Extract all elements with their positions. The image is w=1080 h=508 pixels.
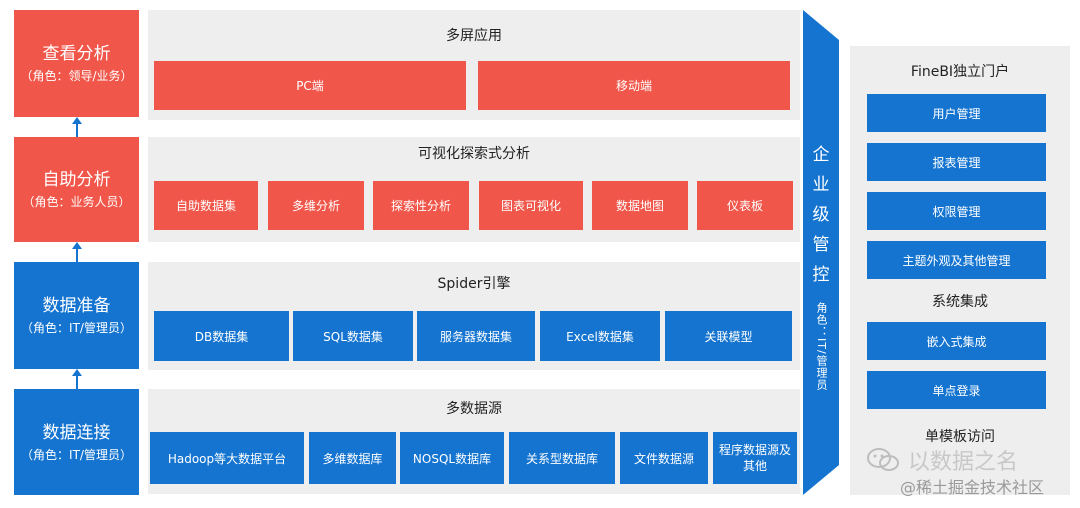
- watermark: 以数据之名: [866, 444, 1018, 476]
- control-role: 角色：IT/管理员: [815, 302, 828, 391]
- control-char: 业: [812, 175, 830, 195]
- cell-program-source: 程序数据源及其他: [713, 432, 797, 484]
- cell-mobile: 移动端: [478, 61, 790, 110]
- integration-title: 系统集成: [932, 294, 988, 310]
- cell-chart-vis: 图表可视化: [479, 181, 583, 230]
- cell-db-dataset: DB数据集: [154, 311, 289, 361]
- wechat-icon: [867, 448, 899, 471]
- role-title: 自助分析: [42, 170, 111, 190]
- section-title: 多数据源: [446, 401, 502, 417]
- role-subtitle: （角色：IT/管理员）: [21, 321, 132, 335]
- portal-item-permission-mgmt: 权限管理: [867, 192, 1046, 230]
- cell-multidim-db: 多维数据库: [309, 432, 396, 484]
- role-box-view-analysis: 查看分析 （角色：领导/业务）: [14, 10, 139, 117]
- cell-relation-model: 关联模型: [665, 311, 792, 361]
- portal-item-report-mgmt: 报表管理: [867, 143, 1046, 181]
- cell-nosql: NOSQL数据库: [400, 432, 504, 484]
- enterprise-control-bar: [803, 10, 839, 495]
- cell-multi-dim: 多维分析: [268, 181, 364, 230]
- cell-sql-dataset: SQL数据集: [293, 311, 413, 361]
- watermark-source: @稀土掘金技术社区: [900, 478, 1045, 497]
- cell-relational-db: 关系型数据库: [509, 432, 615, 484]
- arrow-up: [72, 369, 82, 389]
- watermark-text: 以数据之名: [908, 450, 1019, 475]
- control-label: 企 业 级 管 控: [803, 140, 839, 290]
- control-char: 企: [812, 145, 830, 165]
- integration-sso: 单点登录: [867, 371, 1046, 409]
- role-box-self-analysis: 自助分析 （角色：业务人员）: [14, 137, 139, 242]
- section-title: Spider引擎: [437, 276, 511, 292]
- control-char: 级: [812, 205, 830, 225]
- role-subtitle: （角色：IT/管理员）: [21, 447, 132, 462]
- arrow-up: [72, 242, 82, 262]
- cell-pc: PC端: [154, 61, 466, 110]
- cell-data-map: 数据地图: [592, 181, 688, 230]
- cell-excel-dataset: Excel数据集: [540, 311, 660, 361]
- portal-item-theme-mgmt: 主题外观及其他管理: [867, 241, 1046, 279]
- role-title: 数据连接: [42, 422, 111, 443]
- section-title: 多屏应用: [446, 28, 502, 44]
- control-char: 控: [812, 265, 830, 285]
- cell-hadoop: Hadoop等大数据平台: [150, 432, 304, 484]
- control-char: 管: [812, 235, 830, 255]
- cell-explore: 探索性分析: [373, 181, 469, 230]
- role-box-data-connect: 数据连接 （角色：IT/管理员）: [14, 389, 139, 495]
- cell-server-dataset: 服务器数据集: [417, 311, 535, 361]
- portal-title: FineBI独立门户: [910, 64, 1010, 80]
- role-box-data-prep: 数据准备 （角色：IT/管理员）: [14, 262, 139, 369]
- section-title: 可视化探索式分析: [418, 146, 530, 162]
- role-subtitle: （角色：领导/业务）: [20, 69, 133, 83]
- cell-self-dataset: 自助数据集: [154, 181, 258, 230]
- cell-file-source: 文件数据源: [620, 432, 708, 484]
- role-title: 数据准备: [42, 296, 111, 316]
- integration-embedded: 嵌入式集成: [867, 322, 1046, 360]
- cell-dashboard: 仪表板: [697, 181, 793, 230]
- portal-item-user-mgmt: 用户管理: [867, 94, 1046, 132]
- role-title: 查看分析: [42, 44, 111, 64]
- role-subtitle: （角色：业务人员）: [22, 195, 131, 209]
- template-access-title: 单模板访问: [925, 429, 995, 445]
- arrow-up: [72, 117, 82, 137]
